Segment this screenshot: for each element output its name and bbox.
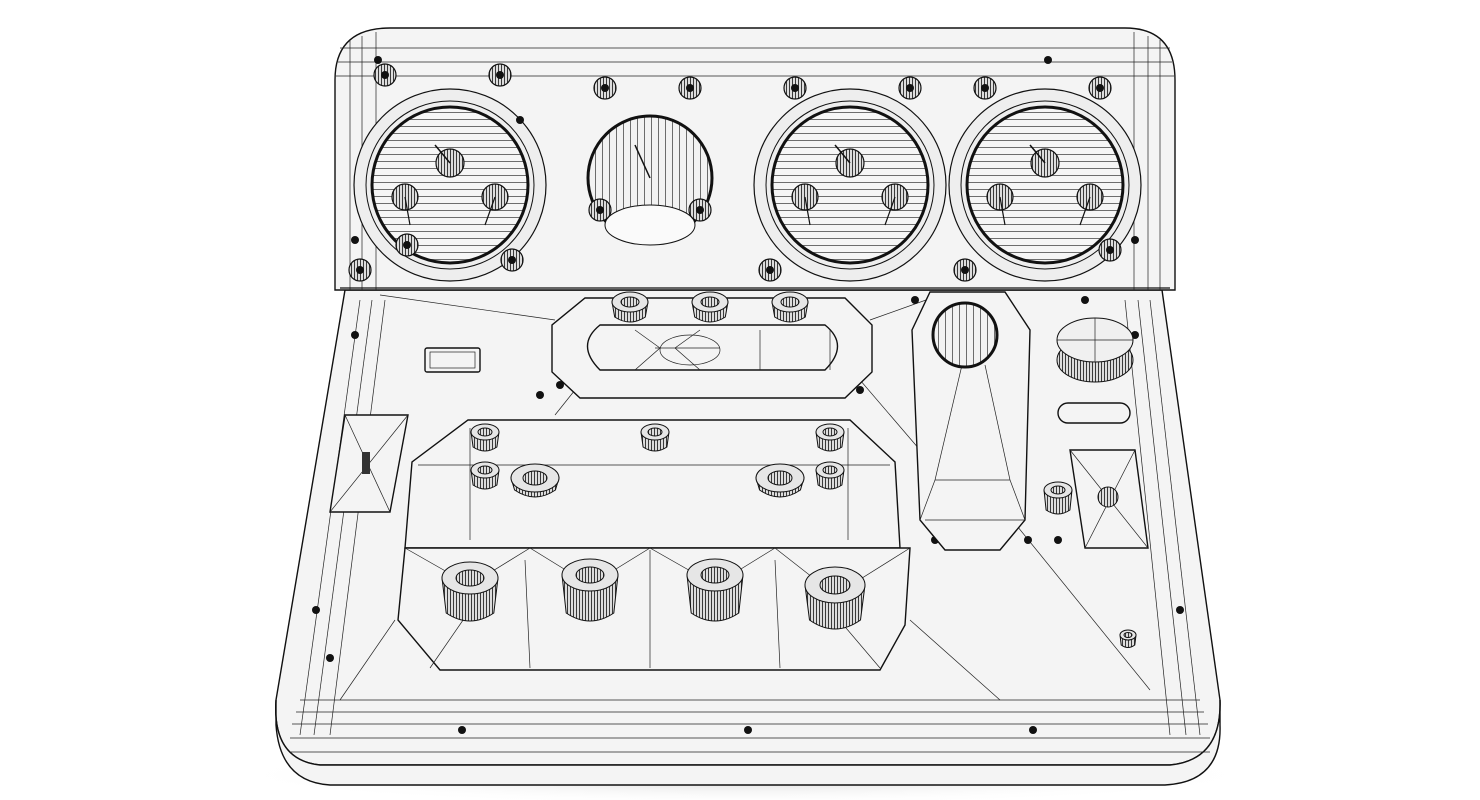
gauge xyxy=(753,88,947,282)
screw xyxy=(312,606,320,614)
screw xyxy=(911,296,919,304)
side-knob[interactable] xyxy=(1119,629,1137,648)
gauge-needle xyxy=(834,144,851,164)
screw xyxy=(1081,296,1089,304)
display-knob[interactable] xyxy=(691,291,729,323)
side-knob[interactable] xyxy=(1043,481,1073,515)
screw xyxy=(1024,536,1032,544)
gauge-needle xyxy=(1029,144,1046,164)
gauge xyxy=(353,88,547,282)
screw xyxy=(1176,606,1184,614)
right-toggle-plate[interactable] xyxy=(1069,449,1149,549)
tray-dial[interactable] xyxy=(755,463,805,498)
tray-knob[interactable] xyxy=(815,461,845,490)
right-control-tower xyxy=(911,291,1031,551)
display-knob[interactable] xyxy=(611,291,649,323)
screw xyxy=(1029,726,1037,734)
central-tray xyxy=(397,419,911,671)
display-window-housing xyxy=(551,297,873,399)
center-gauge xyxy=(586,114,714,246)
screw xyxy=(1054,536,1062,544)
screw xyxy=(458,726,466,734)
toggle-lever[interactable] xyxy=(362,452,370,474)
screw xyxy=(1131,236,1139,244)
screw xyxy=(1044,56,1052,64)
screw xyxy=(856,386,864,394)
tray-knob[interactable] xyxy=(470,461,500,490)
screw xyxy=(536,391,544,399)
tray-knob[interactable] xyxy=(470,423,500,452)
indicator-slot xyxy=(1057,402,1131,424)
screw xyxy=(351,236,359,244)
gauge-needle xyxy=(634,144,651,179)
rotary-dial[interactable] xyxy=(1056,317,1134,383)
screw xyxy=(516,116,524,124)
screw xyxy=(326,654,334,662)
toggle-switch[interactable] xyxy=(424,347,481,373)
screw xyxy=(351,331,359,339)
front-knob[interactable] xyxy=(804,566,866,630)
display-knob[interactable] xyxy=(771,291,809,323)
tray-knob[interactable] xyxy=(815,423,845,452)
tray-knob[interactable] xyxy=(640,423,670,452)
gauge xyxy=(948,88,1142,282)
front-knob[interactable] xyxy=(561,558,619,622)
tray-dial[interactable] xyxy=(510,463,560,498)
screw xyxy=(556,381,564,389)
gauge-needle xyxy=(434,144,451,164)
front-knob[interactable] xyxy=(686,558,744,622)
front-knob[interactable] xyxy=(441,561,499,622)
screw xyxy=(374,56,382,64)
left-toggle-plate[interactable] xyxy=(329,414,409,513)
screw xyxy=(744,726,752,734)
